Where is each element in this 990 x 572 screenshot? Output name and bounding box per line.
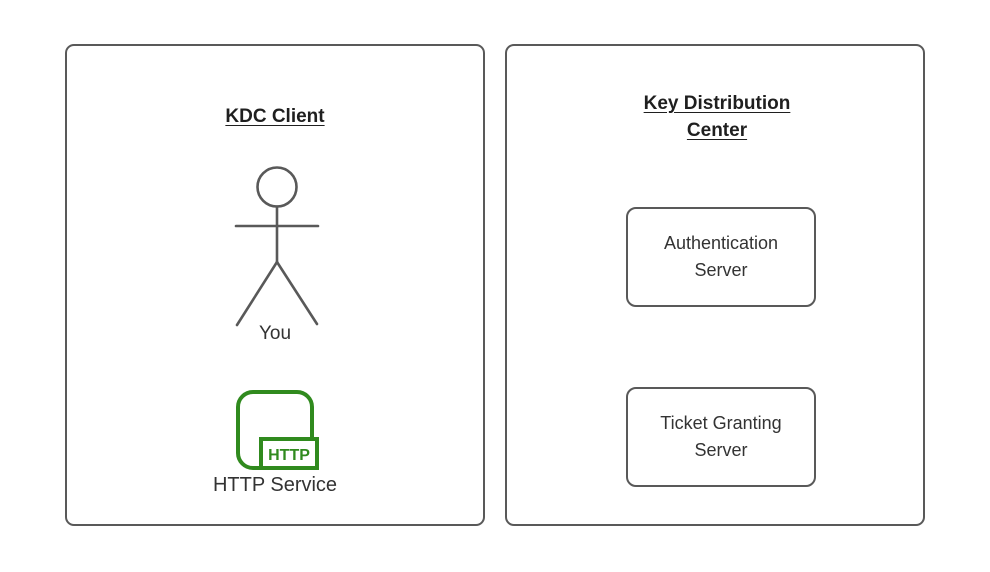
stick-figure-actor-icon bbox=[234, 166, 320, 327]
kdc-client-panel: KDC Client You HTTP HTTP Service bbox=[65, 44, 485, 526]
http-service-icon: HTTP bbox=[236, 390, 319, 470]
authentication-server-label: Authentication Server bbox=[663, 233, 779, 280]
key-distribution-center-title: Key Distribution Center bbox=[643, 93, 791, 141]
actor-label: You bbox=[258, 323, 292, 344]
http-badge-box bbox=[259, 437, 319, 470]
key-distribution-center-panel: Key Distribution Center Authentication S… bbox=[505, 44, 925, 526]
kdc-client-title: KDC Client bbox=[225, 106, 325, 127]
http-service-label: HTTP Service bbox=[212, 474, 338, 496]
ticket-granting-server-label: Ticket Granting Server bbox=[660, 413, 782, 460]
authentication-server-node: Authentication Server bbox=[626, 207, 816, 307]
ticket-granting-server-node: Ticket Granting Server bbox=[626, 387, 816, 487]
http-badge-text: HTTP bbox=[268, 447, 310, 464]
